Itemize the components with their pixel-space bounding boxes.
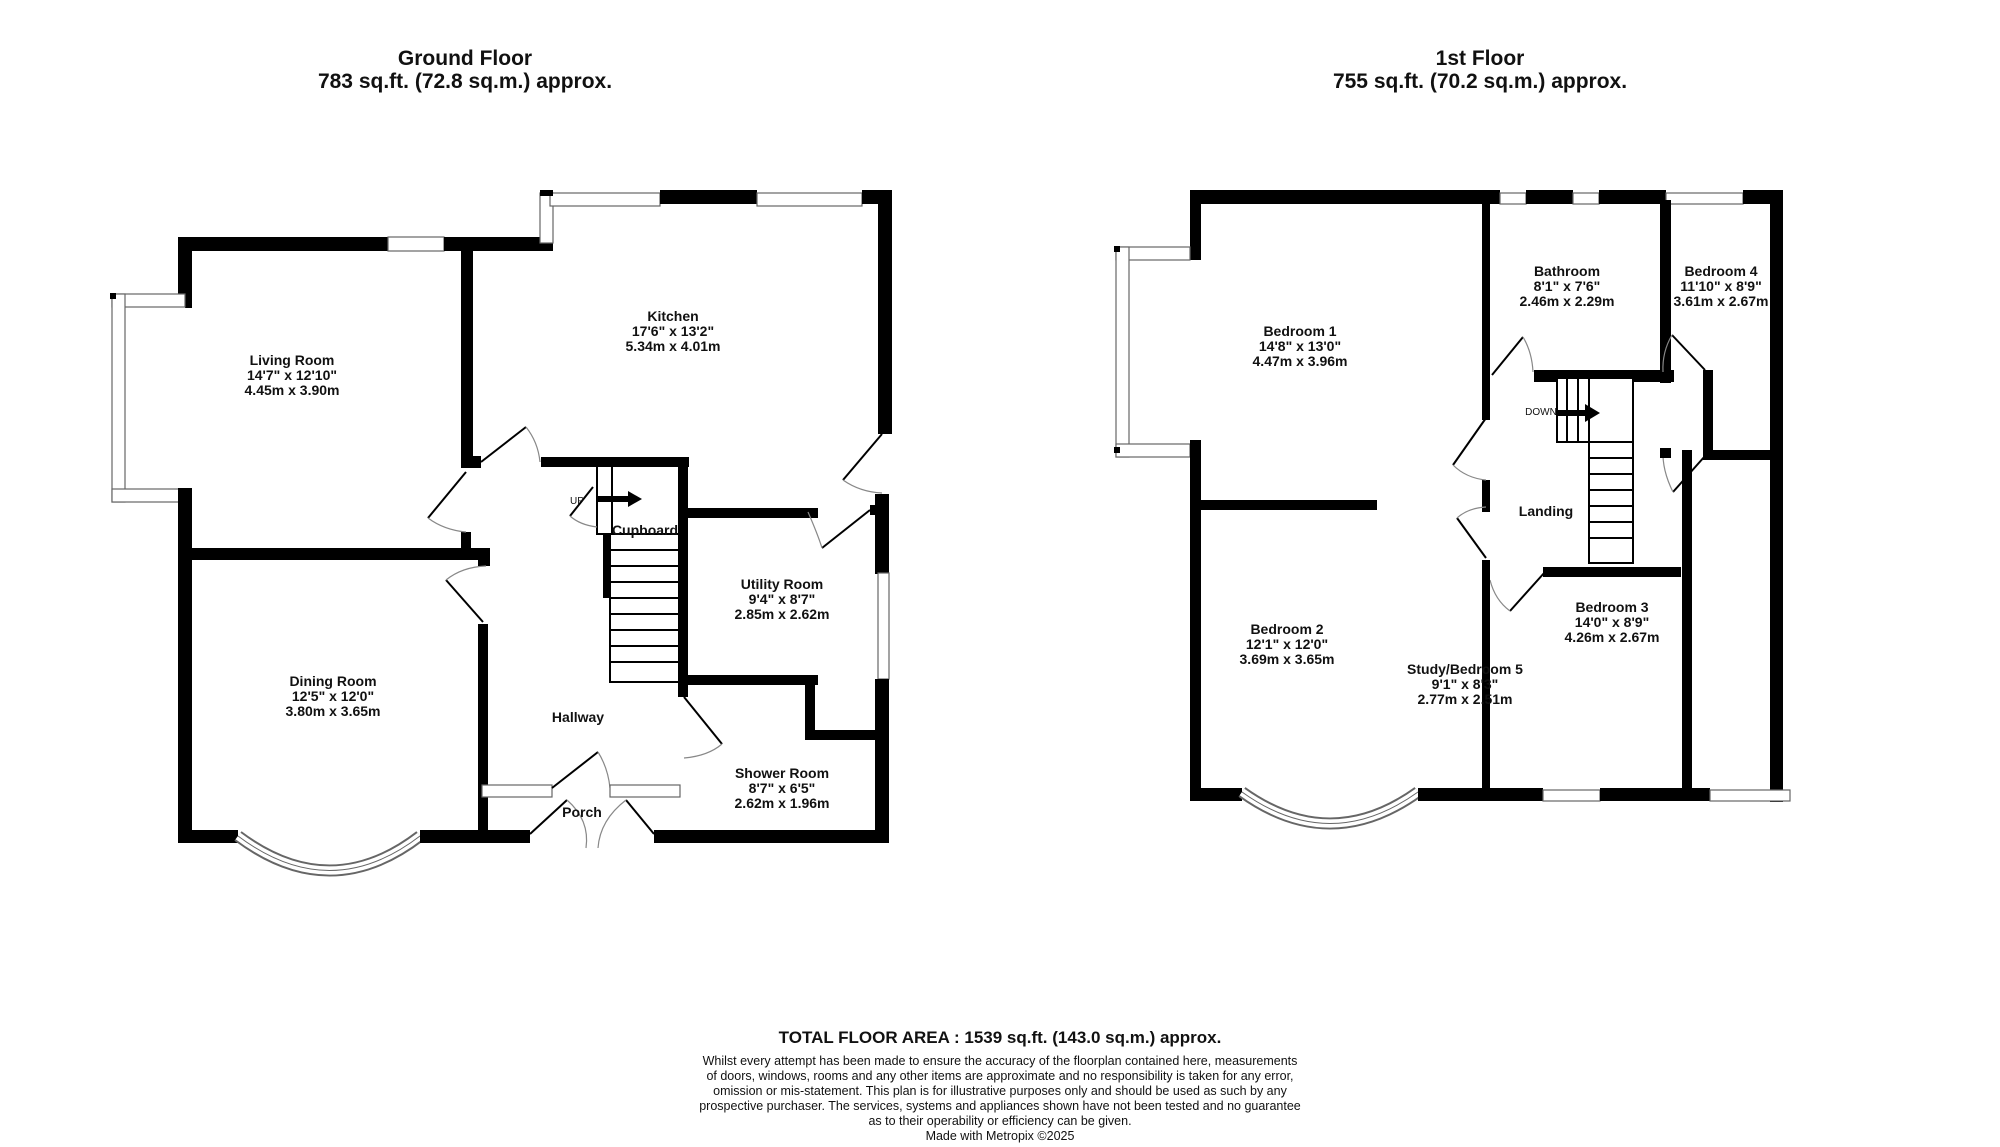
- bedroom1-name: Bedroom 1: [1263, 323, 1336, 339]
- dining-room-metric: 3.80m x 3.65m: [286, 703, 381, 719]
- shower-room-metric: 2.62m x 1.96m: [735, 795, 830, 811]
- bedroom5-imperial: 9'1" x 8'3": [1432, 676, 1499, 692]
- bathroom-name: Bathroom: [1534, 263, 1600, 279]
- svg-text:Bedroom 411'10" x 8'9"3.61m: Bedroom 411'10" x 8'9"3.61m x 2.67m: [1674, 263, 1769, 309]
- first-floor-area: 755 sq.ft. (70.2 sq.m.) approx.: [1332, 70, 1628, 93]
- shower-room-imperial: 8'7" x 6'5": [749, 780, 816, 796]
- living-room-imperial: 14'7" x 12'10": [247, 367, 337, 383]
- svg-text:Bedroom 314'0" x 8'9"4.26m x: Bedroom 314'0" x 8'9"4.26m x 2.67m: [1565, 599, 1660, 645]
- bedroom3-name: Bedroom 3: [1575, 599, 1648, 615]
- disclaimer-line-2: of doors, windows, rooms and any other i…: [706, 1069, 1294, 1083]
- utility-room-imperial: 9'4" x 8'7": [749, 591, 816, 607]
- hallway-label: Hallway: [552, 709, 604, 725]
- first-floor-title: 1st Floor: [1435, 47, 1525, 70]
- bedroom5-metric: 2.77m x 2.51m: [1418, 691, 1513, 707]
- bedroom4-metric: 3.61m x 2.67m: [1674, 293, 1769, 309]
- disclaimer-line-5: as to their operability or efficiency ca…: [868, 1114, 1132, 1128]
- bedroom1-metric: 4.47m x 3.96m: [1253, 353, 1348, 369]
- living-room-name: Living Room: [250, 352, 335, 368]
- disclaimer-line-3: omission or mis-statement. This plan is …: [713, 1084, 1287, 1098]
- footer: TOTAL FLOOR AREA : 1539 sq.ft. (143.0 sq…: [620, 1028, 1380, 1144]
- ground-floor-area: 783 sq.ft. (72.8 sq.m.) approx.: [317, 70, 613, 93]
- stair-down-label: DOWN: [1525, 407, 1557, 418]
- disclaimer-line-1: Whilst every attempt has been made to en…: [702, 1054, 1298, 1068]
- bathroom-imperial: 8'1" x 7'6": [1534, 278, 1601, 294]
- svg-text:Study/Bedroom 59'1" x 8'3"2.7: Study/Bedroom 59'1" x 8'3"2.77m x 2.51m: [1407, 661, 1523, 707]
- kitchen-metric: 5.34m x 4.01m: [626, 338, 721, 354]
- bedroom3-metric: 4.26m x 2.67m: [1565, 629, 1660, 645]
- ground-floor-plan: UP: [110, 190, 892, 877]
- svg-text:Bedroom 114'8" x 13'0"4.47m: Bedroom 114'8" x 13'0"4.47m x 3.96m: [1253, 323, 1348, 369]
- dining-room-imperial: 12'5" x 12'0": [292, 688, 374, 704]
- first-floor-heading: 1st Floor 755 sq.ft. (70.2 sq.m.) approx…: [1230, 47, 1730, 93]
- metropix-credit: Made with Metropix ©2025: [925, 1129, 1075, 1143]
- dining-room-name: Dining Room: [289, 673, 376, 689]
- ground-floor-heading: Ground Floor 783 sq.ft. (72.8 sq.m.) app…: [230, 47, 700, 93]
- kitchen-imperial: 17'6" x 13'2": [632, 323, 714, 339]
- stair-up-label: UP: [570, 496, 584, 507]
- bedroom3-imperial: 14'0" x 8'9": [1575, 614, 1649, 630]
- utility-room-name: Utility Room: [741, 576, 823, 592]
- living-room-metric: 4.45m x 3.90m: [245, 382, 340, 398]
- bedroom1-imperial: 14'8" x 13'0": [1259, 338, 1341, 354]
- total-floor-area: TOTAL FLOOR AREA : 1539 sq.ft. (143.0 sq…: [778, 1028, 1222, 1047]
- bedroom2-imperial: 12'1" x 12'0": [1246, 636, 1328, 652]
- bedroom4-imperial: 11'10" x 8'9": [1680, 278, 1761, 294]
- bedroom2-name: Bedroom 2: [1250, 621, 1323, 637]
- bedroom2-metric: 3.69m x 3.65m: [1240, 651, 1335, 667]
- utility-room-metric: 2.85m x 2.62m: [735, 606, 830, 622]
- ground-stairs: [609, 533, 680, 683]
- porch-label: Porch: [562, 804, 602, 820]
- bedroom4-name: Bedroom 4: [1684, 263, 1757, 279]
- bathroom-metric: 2.46m x 2.29m: [1520, 293, 1615, 309]
- disclaimer-line-4: prospective purchaser. The services, sys…: [699, 1099, 1301, 1113]
- kitchen-name: Kitchen: [647, 308, 698, 324]
- ground-floor-title: Ground Floor: [397, 47, 533, 70]
- svg-text:Bedroom 212'1" x 12'0"3.69m: Bedroom 212'1" x 12'0"3.69m x 3.65m: [1240, 621, 1335, 667]
- shower-room-name: Shower Room: [735, 765, 829, 781]
- bedroom5-name: Study/Bedroom 5: [1407, 661, 1523, 677]
- cupboard-label: Cupboard: [612, 522, 678, 538]
- landing-label: Landing: [1519, 503, 1573, 519]
